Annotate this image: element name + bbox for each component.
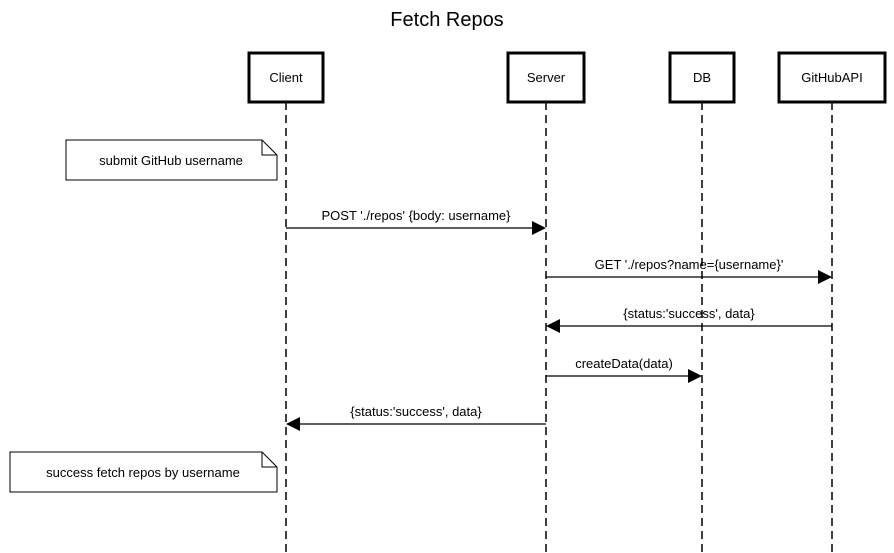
participant-github-box (777, 51, 887, 104)
msg-server-response-label: {status:'success', data} (350, 404, 482, 419)
participant-client-label: Client (269, 70, 303, 85)
diagram-title: Fetch Repos (390, 9, 504, 31)
participant-github-label: GitHubAPI (801, 70, 862, 85)
note-success: success fetch repos by username (9, 451, 278, 493)
msg-post-label: POST './repos' {body: username} (322, 208, 512, 223)
msg-github-response-arrowhead (546, 319, 560, 333)
msg-create-label: createData(data) (575, 356, 673, 371)
participant-db-label: DB (693, 70, 711, 85)
participant-github: GitHubAPI (777, 51, 887, 104)
note-submit: submit GitHub username (65, 139, 278, 181)
note-submit-text: submit GitHub username (99, 153, 243, 168)
note-success-fold (261, 452, 277, 468)
msg-create: createData(data) (546, 356, 702, 383)
note-submit-shape (65, 139, 278, 181)
msg-get: GET './repos?name={username}' (546, 257, 832, 284)
msg-server-response: {status:'success', data} (286, 404, 546, 431)
participant-client-box (247, 51, 325, 104)
msg-get-label: GET './repos?name={username}' (595, 257, 784, 272)
participant-db-box (668, 51, 736, 104)
participant-client: Client (247, 51, 325, 104)
participant-server-label: Server (527, 70, 566, 85)
msg-server-response-arrowhead (286, 417, 300, 431)
msg-post: POST './repos' {body: username} (286, 208, 546, 235)
msg-post-arrowhead (532, 221, 546, 235)
note-success-text: success fetch repos by username (46, 465, 240, 480)
participant-server: Server (506, 51, 586, 104)
msg-get-arrowhead (818, 270, 832, 284)
msg-github-response-label: {status:'success', data} (623, 306, 755, 321)
note-success-shape (9, 451, 278, 493)
participant-server-box (506, 51, 586, 104)
msg-create-arrowhead (688, 369, 702, 383)
note-submit-fold (261, 140, 277, 156)
participant-db: DB (668, 51, 736, 104)
msg-github-response: {status:'success', data} (546, 306, 832, 333)
